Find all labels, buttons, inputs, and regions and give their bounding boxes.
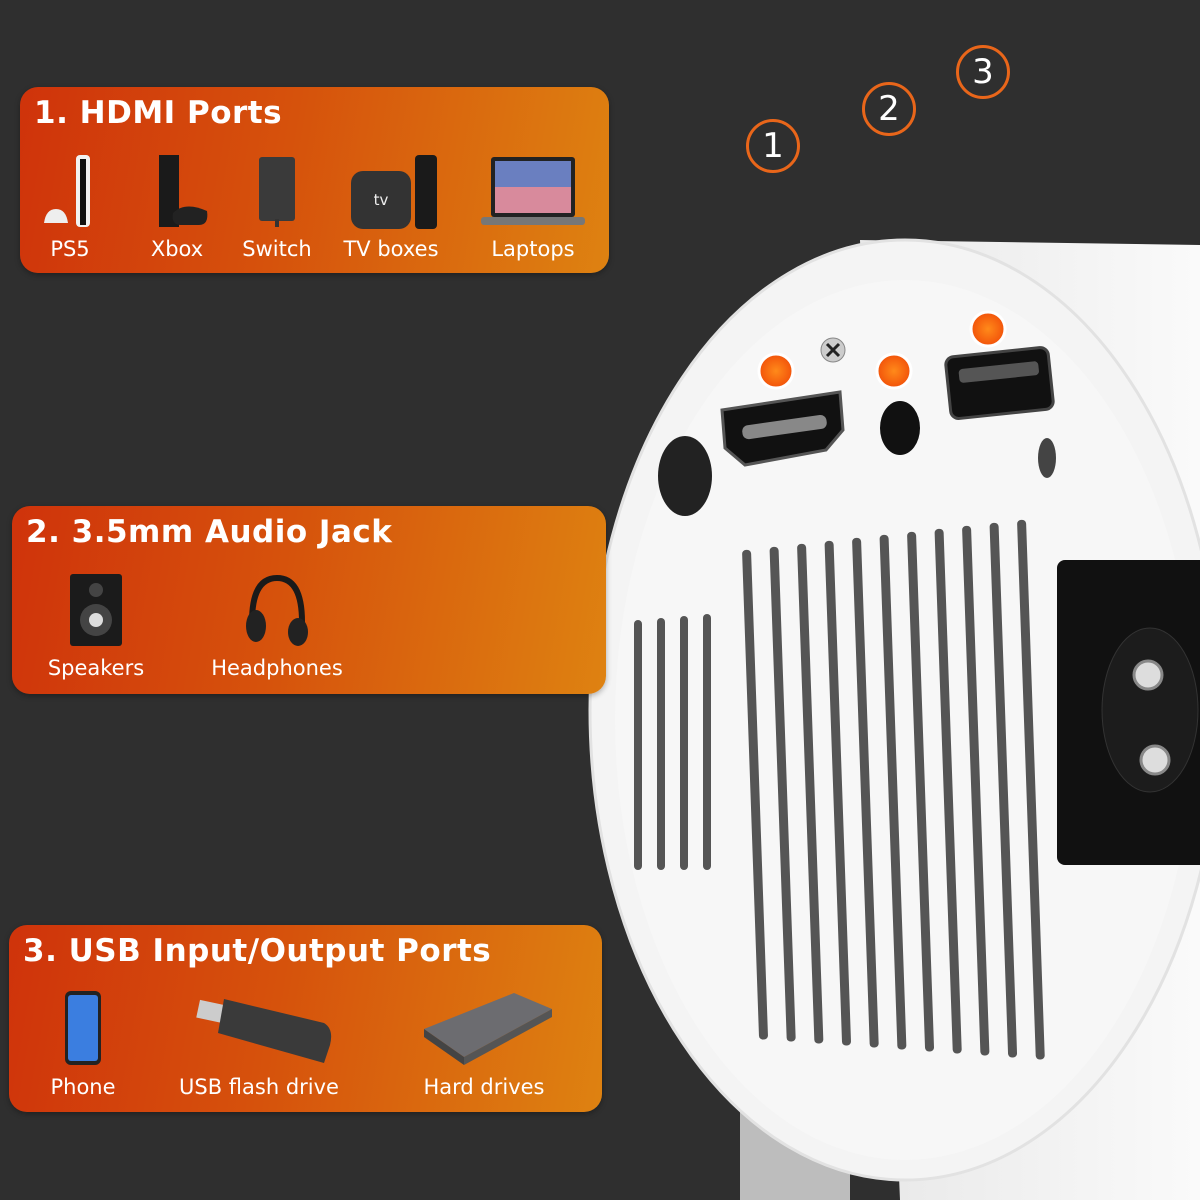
usb-port-tongue: [958, 361, 1039, 383]
item-speakers: Speakers: [36, 568, 156, 680]
audio-panel: 2. 3.5mm Audio Jack Speakers Headphones: [12, 506, 606, 694]
tv-logo: tv: [374, 191, 389, 209]
vent-slot: [907, 531, 935, 1052]
power-socket-recess: [1101, 627, 1199, 793]
item-ps5: PS5: [30, 149, 110, 261]
tv-box-icon: tv: [340, 149, 442, 229]
vent-slot: [989, 522, 1018, 1058]
item-hard-drives: Hard drives: [404, 987, 564, 1099]
item-xbox: Xbox: [137, 149, 217, 261]
item-label: Hard drives: [423, 1075, 545, 1099]
vent-slots: [634, 614, 711, 870]
usb-port: [944, 346, 1055, 420]
panel-title: 3. USB Input/Output Ports: [23, 933, 492, 969]
phone-icon: [33, 987, 133, 1067]
item-tv-boxes: tv TV boxes: [340, 149, 442, 261]
item-label: Switch: [242, 237, 312, 261]
item-usb-flash-drive: USB flash drive: [169, 987, 349, 1099]
usb-drive-icon: [169, 987, 349, 1067]
headphones-icon: [202, 568, 352, 648]
hdmi-port-contacts: [742, 414, 827, 440]
vent-slot: [797, 543, 824, 1044]
panel-title: 1. HDMI Ports: [34, 95, 283, 131]
power-pin: [1139, 744, 1171, 776]
callout-number-3: 3: [956, 45, 1010, 99]
laptop-icon: [478, 149, 588, 229]
vent-slots-large: [742, 519, 1045, 1060]
item-label: USB flash drive: [179, 1075, 339, 1099]
callout-lines: [771, 110, 987, 345]
port-markers: [757, 310, 1007, 390]
item-label: Phone: [50, 1075, 116, 1099]
item-label: Xbox: [150, 237, 204, 261]
xbox-console-icon: [137, 149, 217, 229]
vent-slot: [1017, 519, 1045, 1060]
indicator-slot: [1038, 438, 1056, 478]
vent-slot: [879, 534, 907, 1050]
vent-slot: [852, 537, 879, 1048]
vent-slot: [742, 549, 768, 1040]
power-button: [658, 436, 712, 516]
audio-jack-port: [880, 401, 920, 455]
vent-slot: [934, 528, 962, 1054]
screw-icon: [820, 337, 846, 363]
hard-drive-icon: [404, 987, 564, 1067]
item-phone: Phone: [33, 987, 133, 1099]
switch-dock-icon: [237, 149, 317, 229]
ps5-console-icon: [30, 149, 110, 229]
speaker-icon: [36, 568, 156, 648]
item-switch: Switch: [237, 149, 317, 261]
vent-slot: [769, 546, 796, 1042]
callout-number-1: 1: [746, 119, 800, 173]
item-label: Headphones: [211, 656, 343, 680]
power-pin: [1132, 659, 1164, 691]
usb-panel: 3. USB Input/Output Ports Phone USB flas…: [9, 925, 602, 1112]
vent-slot: [824, 540, 851, 1046]
item-headphones: Headphones: [202, 568, 352, 680]
vent-slot: [962, 525, 990, 1056]
item-label: Speakers: [47, 656, 145, 680]
callout-number-2: 2: [862, 82, 916, 136]
hdmi-panel: 1. HDMI Ports PS5 Xbox Switch tv TV boxe…: [20, 87, 609, 273]
item-label: PS5: [50, 237, 90, 261]
panel-title: 2. 3.5mm Audio Jack: [26, 514, 393, 550]
item-label: Laptops: [491, 237, 575, 261]
item-laptops: Laptops: [478, 149, 588, 261]
item-label: TV boxes: [343, 237, 439, 261]
